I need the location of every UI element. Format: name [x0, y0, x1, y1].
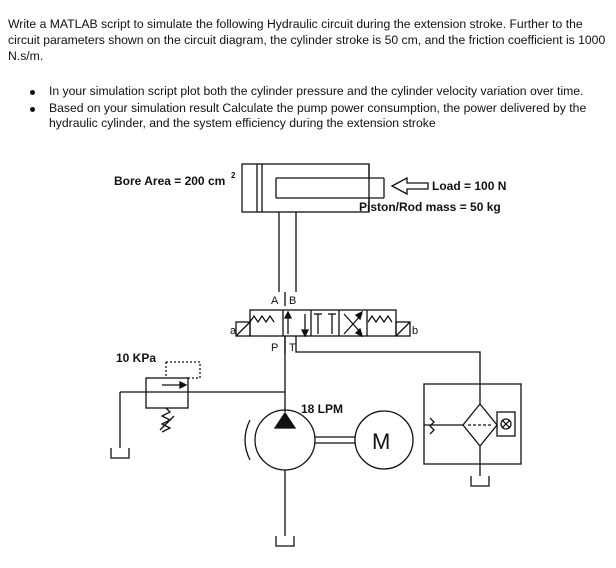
hydraulic-cylinder	[241, 163, 385, 213]
tank-icon	[110, 448, 130, 459]
filter-unit	[423, 370, 522, 476]
tank-icon	[275, 536, 295, 547]
flow-rate-label: 18 LPM	[301, 402, 343, 416]
load-label: Load = 100 N	[432, 179, 506, 193]
list-item-text: In your simulation script plot both the …	[49, 84, 584, 98]
motor-label: M	[372, 429, 390, 454]
bullet-icon	[30, 107, 35, 112]
solenoid-a-label: a	[230, 325, 237, 337]
relief-pressure-label: 10 KPa	[116, 351, 156, 365]
hydraulic-pump	[244, 409, 355, 471]
mass-label: Piston/Rod mass = 50 kg	[359, 200, 501, 214]
port-p-label: P	[271, 342, 278, 354]
bullet-icon	[30, 90, 35, 95]
directional-control-valve	[235, 309, 411, 338]
solenoid-b-label: b	[412, 325, 418, 337]
list-item-text: Based on your simulation result Calculat…	[49, 101, 587, 130]
port-t-label: T	[289, 342, 296, 354]
port-b-label: B	[289, 295, 296, 307]
bore-area-label: Bore Area = 200 cm	[114, 174, 225, 188]
bore-area-exponent: 2	[231, 171, 236, 180]
question-paragraph: Write a MATLAB script to simulate the fo…	[8, 17, 606, 63]
load-arrow-icon	[390, 176, 429, 196]
tank-icon	[470, 476, 490, 487]
electric-motor	[354, 410, 414, 470]
port-a-label: A	[271, 295, 279, 307]
pressure-relief-valve	[145, 361, 201, 433]
